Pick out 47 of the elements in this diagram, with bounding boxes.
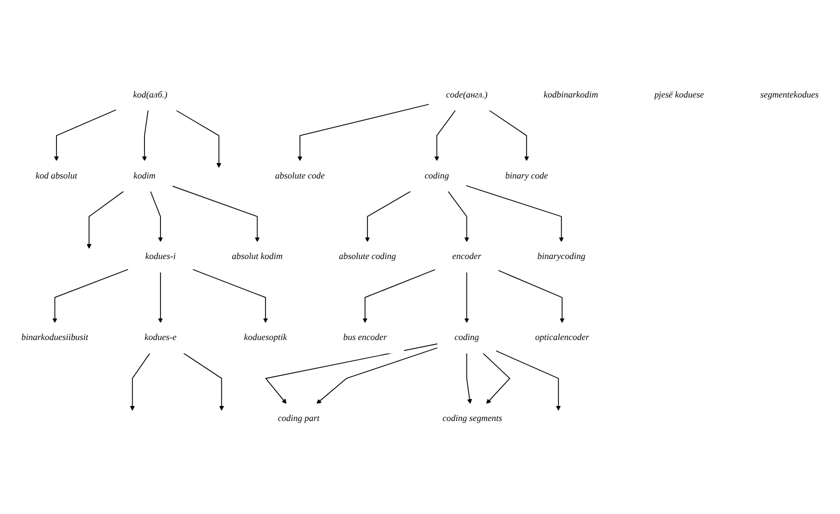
arrow: [316, 347, 438, 404]
arrow: [466, 352, 472, 404]
node-text: coding part: [278, 414, 320, 424]
node-text: kod(алб.): [133, 90, 168, 100]
node-text: kodim: [134, 171, 156, 181]
arrow: [52, 268, 129, 323]
arrow: [448, 190, 470, 242]
arrow: [54, 109, 117, 162]
node-text: kodues-i: [145, 252, 176, 262]
arrow: [158, 272, 163, 323]
node-text: pjesë koduese: [654, 90, 704, 100]
arrow: [465, 185, 564, 242]
arrow: [434, 110, 456, 162]
arrow: [297, 104, 430, 162]
arrow: [172, 186, 260, 242]
arrow: [182, 352, 224, 411]
node-text: kod absolut: [36, 171, 78, 181]
node-text: code(англ.): [446, 90, 488, 100]
node-text: binarycoding: [537, 252, 586, 262]
node-text: absolute code: [275, 171, 325, 181]
arrow: [176, 110, 222, 168]
arrow: [265, 343, 438, 404]
arrow: [130, 352, 150, 411]
arrow: [362, 269, 436, 323]
arrow: [150, 190, 163, 242]
node-text: koduesoptik: [244, 332, 287, 342]
arrow: [86, 190, 124, 249]
node-text: coding: [454, 332, 479, 342]
node-text: binary code: [505, 171, 548, 181]
arrow: [364, 190, 412, 242]
arrow: [482, 352, 510, 404]
node-text: encoder: [452, 252, 482, 262]
node-text: coding: [424, 171, 450, 181]
node-text: kodues-e: [144, 332, 176, 342]
node-text: segmentekodues: [760, 90, 819, 100]
node-text: absolute coding: [338, 252, 396, 262]
node-text: absolut kodim: [232, 252, 283, 262]
arrow: [464, 272, 470, 323]
node-text: opticalencoder: [535, 332, 590, 342]
arrow: [495, 350, 561, 411]
arrow: [192, 268, 268, 323]
arrow: [142, 110, 149, 162]
node-text: coding segments: [442, 414, 502, 424]
node-text: binarkoduesiibusit: [21, 332, 88, 342]
arrow: [498, 270, 565, 323]
node-text: kodbinarkodim: [544, 90, 598, 100]
arrow: [488, 110, 530, 162]
